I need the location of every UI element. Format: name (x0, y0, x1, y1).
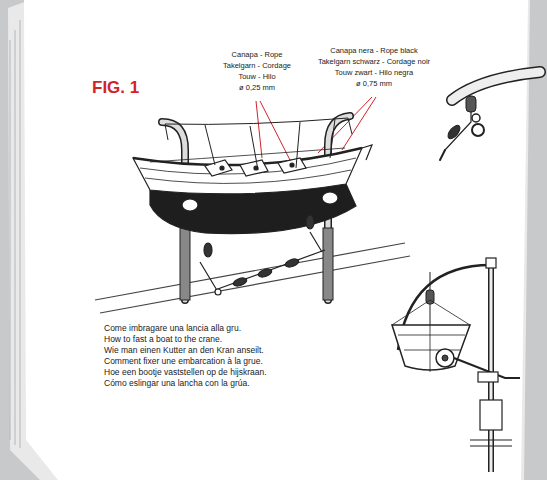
crane-cradle-detail (392, 300, 470, 325)
deck-lines (95, 243, 405, 300)
tackle-blocks (200, 232, 322, 292)
crane-arm-detail (452, 72, 540, 100)
slings-ropes (165, 118, 348, 124)
deck-lines (95, 243, 410, 313)
tackle-blocks (257, 267, 273, 278)
crane-cradle-detail (398, 325, 465, 372)
crane-arm-detail (452, 72, 540, 100)
crane-arm-detail (472, 114, 480, 122)
rope-callout: Touw zwart - Hilo negra (335, 69, 413, 78)
slings-ropes (205, 119, 335, 170)
crane-arm-detail (445, 112, 471, 150)
boat-hull (278, 158, 306, 173)
davit-posts (180, 228, 190, 300)
tackle-blocks (215, 250, 325, 290)
book-page (24, 0, 528, 480)
boat-hull (322, 192, 338, 204)
boat-hull (220, 166, 224, 170)
red-leader-lines (256, 101, 290, 160)
rope-callout: Takelgarn schwarz - Cordage noir (318, 58, 430, 67)
rope-callout: ø 0,75 mm (356, 80, 392, 89)
tackle-blocks (215, 289, 221, 295)
crane-arm-detail (440, 150, 445, 160)
rope-callout: Takelgarn - Cordage (223, 62, 291, 71)
caption-line: Hoe een bootje vaststellen op de hijskra… (104, 368, 267, 378)
book-page (8, 0, 530, 480)
crane-cradle-detail (470, 440, 512, 446)
tackle-blocks (232, 276, 248, 287)
rope-callout: Canapa - Rope (232, 51, 283, 60)
caption-line: Comment fixer une embarcation à la grue. (104, 357, 263, 367)
davit-posts (323, 228, 333, 300)
caption-line: Cómo eslingar una lancha con la grúa. (104, 379, 250, 389)
caption-line: How to fast a boat to the crane. (104, 335, 222, 345)
crane-cradle-detail (442, 355, 448, 361)
rope-callout: Canapa nera - Rope black (330, 47, 418, 56)
boat-hull (362, 145, 372, 160)
tackle-blocks (200, 215, 325, 295)
boat-hull (182, 199, 198, 211)
tackle-blocks (284, 257, 300, 268)
boat-hull (133, 148, 362, 194)
boat-hull (133, 145, 372, 234)
boat-hull (290, 163, 294, 167)
crane-cradle-detail (392, 325, 470, 370)
crane-cradle-detail (486, 258, 496, 268)
caption-line: Come imbragare una lancia alla gru. (104, 324, 241, 334)
crane-cradle-detail (478, 372, 498, 382)
rope-callout: ø 0,25 mm (239, 84, 275, 93)
book-page (10, 20, 20, 448)
figure-title: FIG. 1 (92, 78, 139, 98)
crane-arm-detail (446, 123, 462, 140)
tackle-blocks (204, 243, 212, 257)
rope-callout: Touw - Hilo (238, 73, 275, 82)
tackle-blocks (306, 215, 314, 229)
slings-ropes (165, 118, 352, 140)
boat-hull (205, 160, 232, 176)
crane-cradle-detail (480, 400, 502, 430)
crane-arm-detail (440, 72, 540, 160)
boat-hull (150, 148, 345, 162)
slings-ropes (165, 118, 352, 170)
crane-cradle-detail (436, 349, 454, 367)
crane-cradle-detail (392, 258, 520, 472)
caption-line: Wie man einen Kutter an den Kran anseilt… (104, 346, 264, 356)
boat-hull (240, 160, 268, 176)
deck-lines (100, 256, 410, 313)
crane-arm-detail (472, 124, 484, 136)
crane-arm-detail (466, 96, 476, 112)
boat-hull (133, 148, 362, 165)
